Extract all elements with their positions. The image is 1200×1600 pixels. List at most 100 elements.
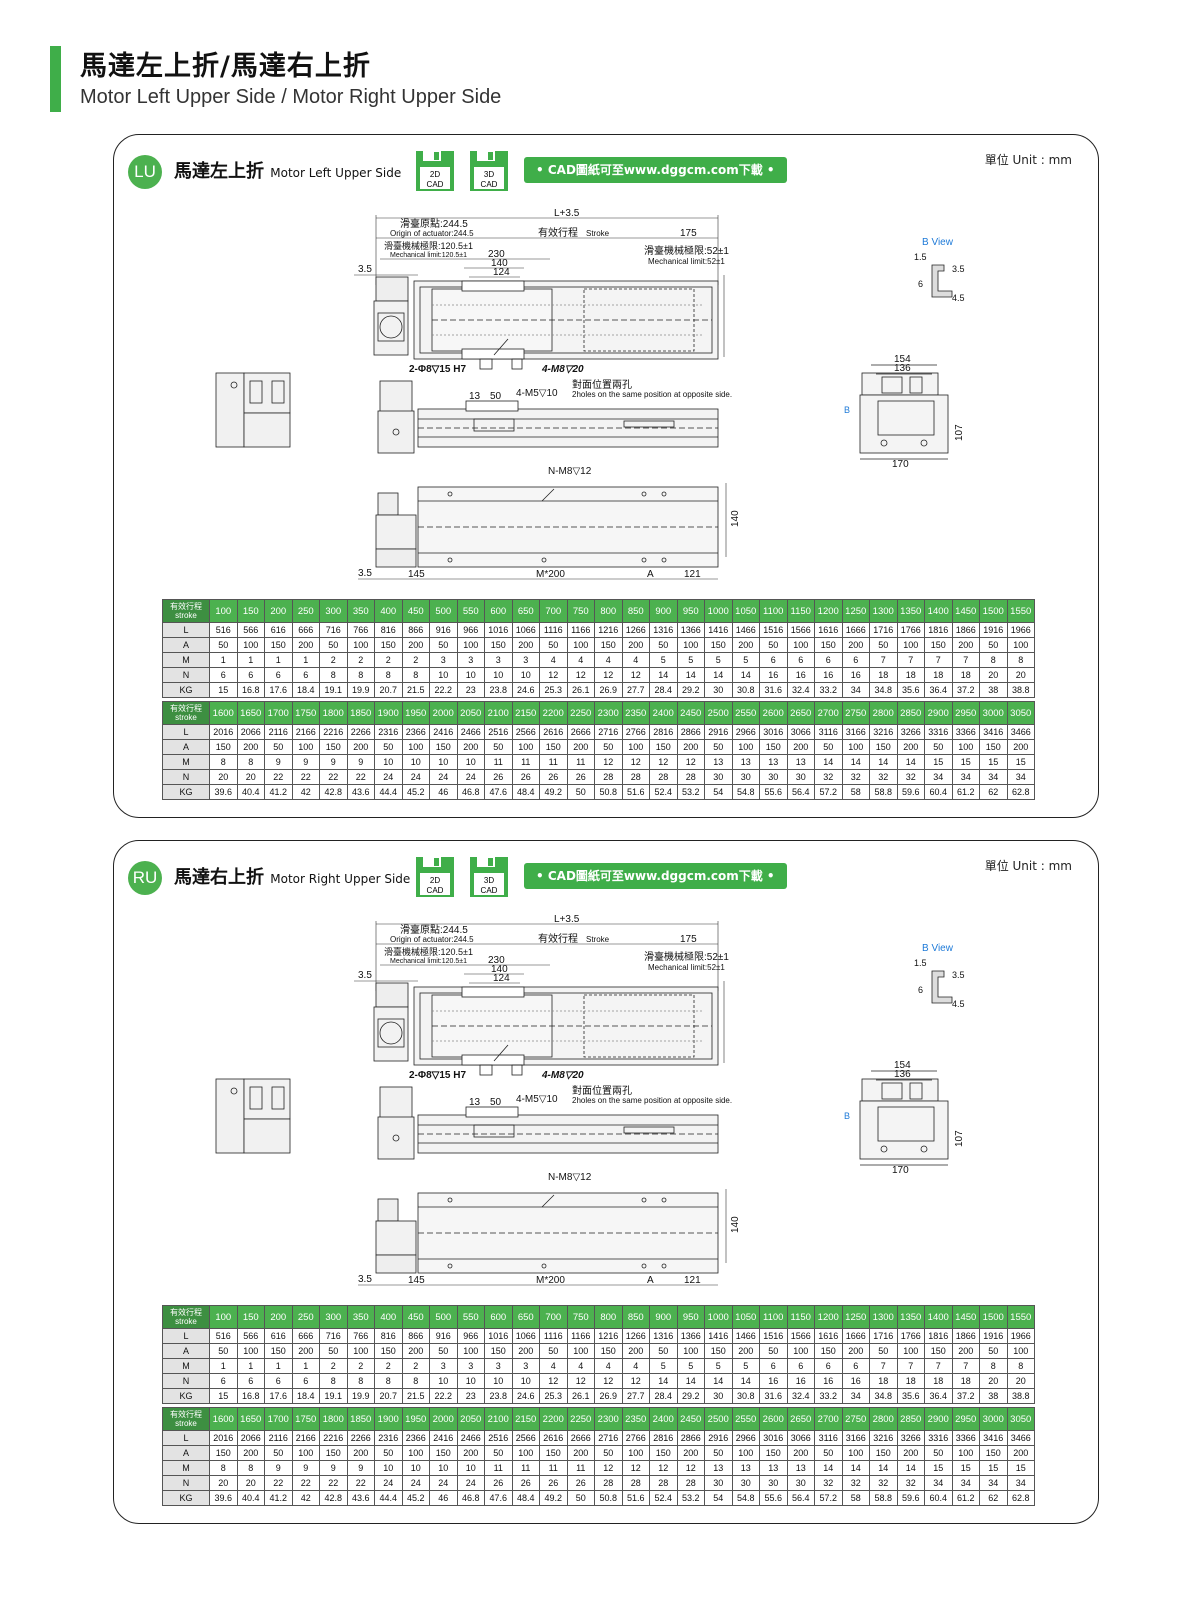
table-cell: 32	[841, 1475, 870, 1491]
table-cell: 1500	[979, 599, 1008, 623]
table-cell: 15	[951, 754, 980, 770]
table-cell: 22.2	[429, 682, 458, 698]
table-cell: 200	[291, 1343, 320, 1359]
table-cell: 3166	[841, 1430, 870, 1446]
table-cell: 6	[264, 1373, 293, 1389]
table-cell: 19.1	[319, 1388, 348, 1404]
table-cell: 54.8	[731, 1490, 760, 1506]
table-cell: 800	[594, 1305, 623, 1329]
table-cell: 2416	[429, 724, 458, 740]
table-cell: 100	[731, 1445, 760, 1461]
table-cell: 3	[429, 1358, 458, 1374]
dim-140: 140	[491, 258, 508, 269]
table-cell: 2816	[649, 724, 678, 740]
table-cell: 150	[979, 739, 1008, 755]
table-cell: 2066	[236, 1430, 265, 1446]
table-cell: 9	[264, 754, 293, 770]
table-cell: 50	[979, 1343, 1008, 1359]
cad-2d-top: 2D	[430, 876, 440, 885]
table-cell: 7	[869, 1358, 898, 1374]
table-cell: 1550	[1006, 599, 1035, 623]
dim-mech-r-en: Mechanical limit:52±1	[648, 257, 725, 266]
cad-2d-icon[interactable]: 2D CAD	[414, 855, 456, 899]
b-view-3-5: 3.5	[952, 970, 965, 980]
table-cell: 50	[649, 1343, 678, 1359]
table-cell: 200	[346, 739, 375, 755]
table-cell: 2566	[511, 1430, 540, 1446]
table-cell: 50	[924, 739, 953, 755]
table-cell: 1516	[759, 1328, 788, 1344]
table-cell: 5	[649, 1358, 678, 1374]
table-cell: 2166	[291, 724, 320, 740]
table-cell: 13	[786, 1460, 815, 1476]
table-cell: 1416	[704, 1328, 733, 1344]
cad-2d-icon[interactable]: 2D CAD	[414, 149, 456, 193]
table-cell: 150	[594, 1343, 623, 1359]
table-cell: 18	[869, 1373, 898, 1389]
dim-3-5-bottom: 3.5	[358, 1274, 372, 1285]
table-cell: 2000	[429, 701, 458, 725]
panel-title-cn: 馬達左上折	[174, 161, 264, 182]
table-cell: 616	[264, 1328, 293, 1344]
table-cell: 150	[264, 1343, 293, 1359]
table-cell: 26	[511, 1475, 540, 1491]
table-cell: 100	[841, 1445, 870, 1461]
table-cell: 50	[869, 637, 898, 653]
table-cell: 10	[456, 1460, 485, 1476]
table-cell: 26.1	[566, 1388, 595, 1404]
table-cell: 46.8	[456, 1490, 485, 1506]
table-cell: 716	[319, 622, 348, 638]
table-cell: 50	[429, 637, 458, 653]
cad-3d-icon[interactable]: 3D CAD	[468, 855, 510, 899]
table-cell: 1666	[841, 1328, 870, 1344]
dim-origin-cn: 滑臺原點:244.5	[400, 923, 468, 936]
table-row-label: M	[162, 754, 210, 770]
table-cell: 200	[291, 637, 320, 653]
table-cell: 2850	[896, 701, 925, 725]
table-cell: 2266	[346, 724, 375, 740]
table-cell: 21.5	[401, 682, 430, 698]
table-cell: 40.4	[236, 1490, 265, 1506]
table-cell: 5	[676, 1358, 705, 1374]
table-cell: 1	[264, 652, 293, 668]
table-cell: 1600	[209, 701, 238, 725]
cad-3d-bottom: CAD	[481, 180, 498, 189]
table-cell: 8	[346, 667, 375, 683]
cad-3d-icon[interactable]: 3D CAD	[468, 149, 510, 193]
table-cell: 1750	[291, 701, 320, 725]
table-cell: 44.4	[374, 1490, 403, 1506]
table-cell: 12	[566, 1373, 595, 1389]
table-cell: 38.8	[1006, 682, 1035, 698]
table-row-label: L	[162, 724, 210, 740]
table-cell: 1216	[594, 622, 623, 638]
table-cell: 6	[291, 1373, 320, 1389]
table-cell: 14	[676, 1373, 705, 1389]
dim-stroke-cn: 有效行程	[538, 932, 578, 945]
table-cell: 50	[539, 637, 568, 653]
table-cell: 43.6	[346, 784, 375, 800]
table-cell: 20	[979, 667, 1008, 683]
table-cell: 24	[456, 1475, 485, 1491]
table-cell: 58	[841, 1490, 870, 1506]
table-cell: 1000	[704, 599, 733, 623]
table-cell: 1	[236, 1358, 265, 1374]
table-cell: 2250	[566, 701, 595, 725]
table-cell: 2616	[539, 1430, 568, 1446]
table-cell: 2700	[814, 1407, 843, 1431]
table-cell: 100	[951, 739, 980, 755]
cad-download-link[interactable]: • CAD圖紙可至www.dggcm.com下載 •	[524, 863, 787, 889]
table-cell: 150	[209, 739, 238, 755]
table-cell: 50	[649, 637, 678, 653]
cad-download-link[interactable]: • CAD圖紙可至www.dggcm.com下載 •	[524, 157, 787, 183]
side-170: 170	[892, 459, 909, 470]
table-cell: 50	[869, 1343, 898, 1359]
table-cell: 24.6	[511, 1388, 540, 1404]
table-cell: 18	[869, 667, 898, 683]
table-cell: 6	[786, 652, 815, 668]
table-cell: 48.4	[511, 1490, 540, 1506]
table-cell: 30	[704, 1475, 733, 1491]
table-cell: 2	[319, 1358, 348, 1374]
table-cell: 8	[374, 667, 403, 683]
